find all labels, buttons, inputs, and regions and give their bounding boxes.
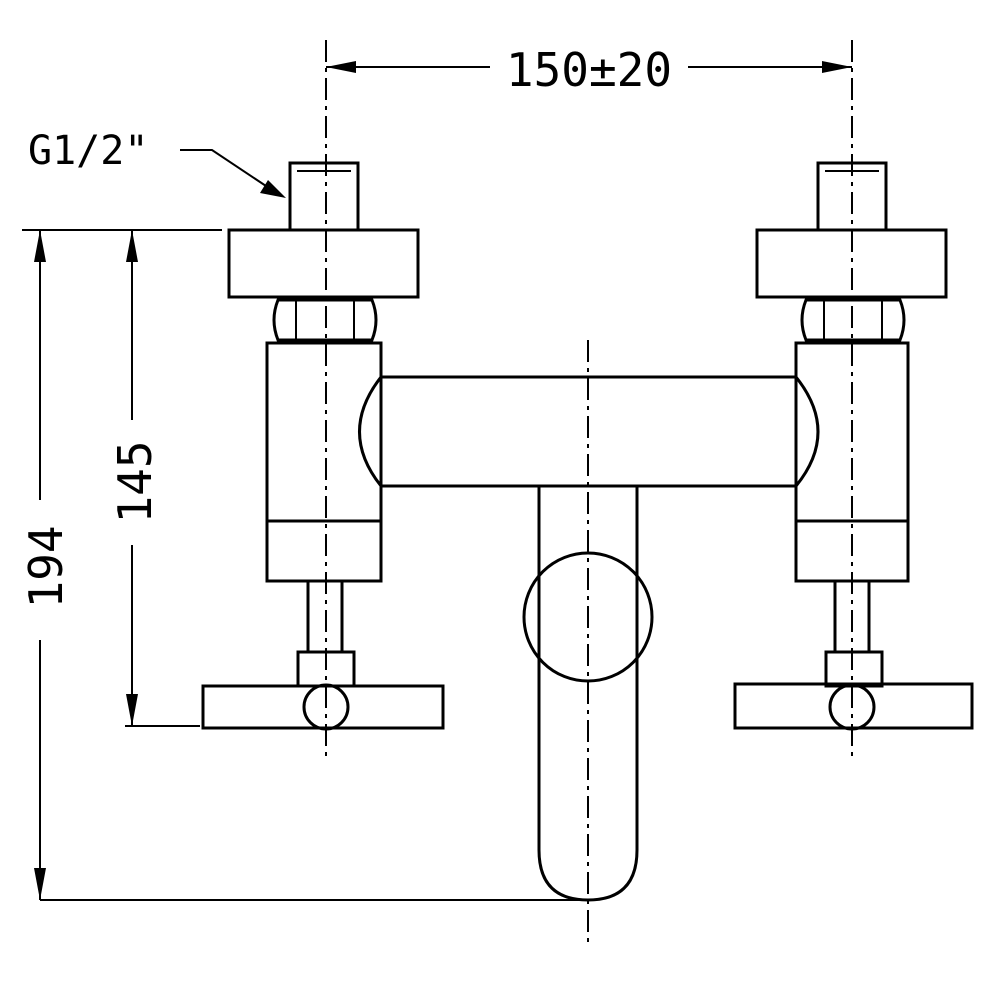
dimension-centers-label: 150±20 [506, 43, 672, 97]
right-valve-body [794, 341, 910, 583]
thread-label: G1/2" [28, 128, 148, 174]
spout-diverter-knob [522, 551, 654, 683]
right-stem-collar [824, 650, 884, 688]
mixer-bar-left-end [358, 376, 383, 487]
left-valve [201, 161, 445, 731]
dimension-height-total-label: 194 [19, 525, 73, 608]
left-hex-nut [272, 298, 378, 342]
right-handle-bar [733, 682, 974, 730]
spout-body [537, 486, 639, 902]
thread-leader-arrowhead [260, 180, 286, 198]
dimension-centers: 150±20 [326, 43, 852, 97]
left-inlet-nipple [288, 161, 360, 232]
right-handle-hub [828, 683, 876, 731]
left-handle-bar [201, 684, 445, 730]
thread-callout: G1/2" [28, 128, 286, 198]
thread-leader-line [180, 149, 273, 191]
mixer-bar-right-end [794, 376, 820, 487]
right-valve [733, 161, 974, 731]
left-valve-body [265, 341, 383, 583]
dimension-height-handles-label: 145 [108, 440, 162, 523]
dimension-height-total: 194 [19, 229, 588, 901]
centerlines [325, 40, 853, 945]
spout [522, 486, 654, 902]
right-hex-nut [800, 298, 906, 342]
arrowhead-left [326, 61, 356, 73]
dimension-height-handles: 145 [108, 230, 200, 727]
left-flange [227, 228, 420, 299]
right-flange [755, 228, 948, 299]
mixer-bar [358, 375, 820, 488]
arrowhead-right [822, 61, 852, 73]
left-handle-hub [302, 683, 350, 731]
